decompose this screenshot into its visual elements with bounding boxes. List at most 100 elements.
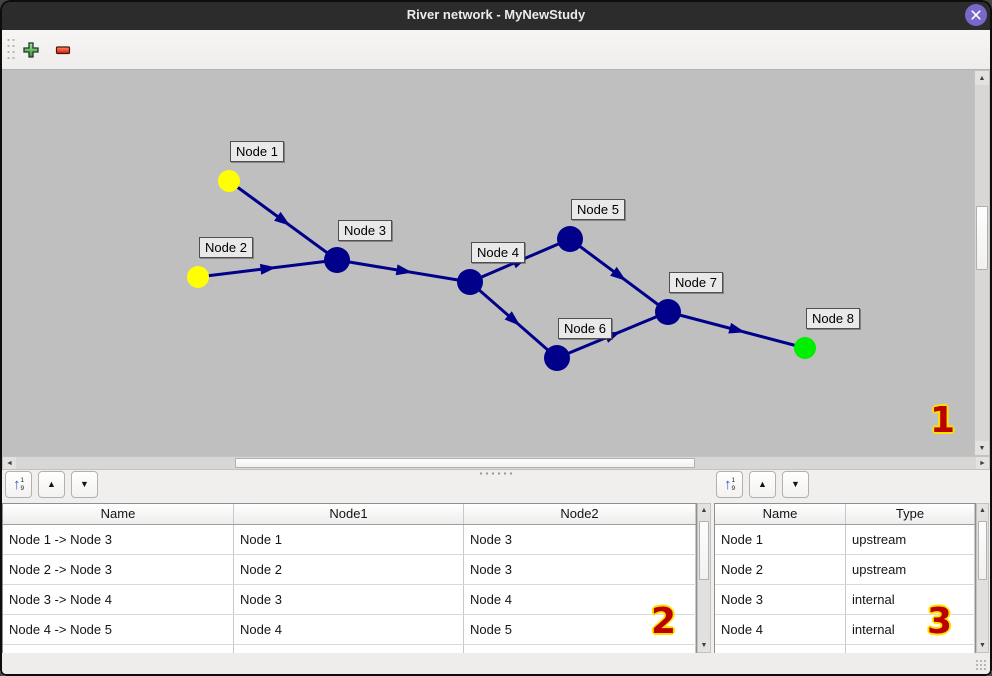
column-header[interactable]: Name xyxy=(715,504,846,524)
canvas-vertical-scrollbar[interactable]: ▲ ▼ xyxy=(974,70,990,456)
river-node[interactable] xyxy=(655,299,681,325)
river-node[interactable] xyxy=(557,226,583,252)
table-cell[interactable]: upstream xyxy=(846,525,975,554)
move-up-button[interactable]: ▲ xyxy=(38,471,65,498)
table-cell[interactable]: Node 4 xyxy=(234,615,464,644)
annotation-1: 1 xyxy=(930,400,956,441)
link-arrow-icon xyxy=(504,311,521,326)
scroll-down-button[interactable]: ▼ xyxy=(977,639,988,652)
node-label[interactable]: Node 8 xyxy=(806,308,860,329)
close-button[interactable] xyxy=(965,4,987,26)
table-cell[interactable]: Node 1 xyxy=(715,525,846,554)
scrollbar-thumb[interactable] xyxy=(978,521,987,580)
river-node[interactable] xyxy=(457,269,483,295)
node-label[interactable]: Node 7 xyxy=(669,272,723,293)
table-cell[interactable]: Node 2 xyxy=(234,555,464,584)
node-label[interactable]: Node 2 xyxy=(199,237,253,258)
close-icon xyxy=(971,10,981,20)
empty-row xyxy=(715,645,975,653)
annotation-3: 3 xyxy=(927,601,953,642)
resize-grip[interactable] xyxy=(975,659,987,671)
toolbar-drag-handle[interactable] xyxy=(6,37,15,63)
sort-button[interactable]: ↑ 1 9 xyxy=(5,471,32,498)
links-panel-toolbar: ↑ 1 9 ▲ ▼ xyxy=(5,471,98,498)
table-cell[interactable]: internal xyxy=(846,615,975,644)
move-up-button[interactable]: ▲ xyxy=(749,471,776,498)
node-label[interactable]: Node 3 xyxy=(338,220,392,241)
move-down-button[interactable]: ▼ xyxy=(71,471,98,498)
link-arrow-icon xyxy=(395,264,413,276)
table-cell[interactable]: Node 3 xyxy=(234,585,464,614)
node-label[interactable]: Node 5 xyxy=(571,199,625,220)
vertical-scrollbar-thumb[interactable] xyxy=(976,206,988,270)
scrollbar-thumb[interactable] xyxy=(699,521,709,580)
scroll-right-button[interactable]: ► xyxy=(976,457,989,469)
river-node[interactable] xyxy=(187,266,209,288)
up-arrow-icon: ▲ xyxy=(47,479,56,489)
table-cell[interactable]: upstream xyxy=(846,555,975,584)
scroll-up-button[interactable]: ▲ xyxy=(698,504,710,517)
scroll-left-button[interactable]: ◄ xyxy=(3,457,16,469)
river-node[interactable] xyxy=(218,170,240,192)
table-cell[interactable]: Node 2 xyxy=(715,555,846,584)
column-header[interactable]: Type xyxy=(846,504,975,524)
column-header[interactable]: Node2 xyxy=(464,504,696,524)
node-label[interactable]: Node 4 xyxy=(471,242,525,263)
column-header[interactable]: Name xyxy=(3,504,234,524)
horizontal-scrollbar-thumb[interactable] xyxy=(235,458,695,468)
table-cell xyxy=(846,645,975,653)
river-node[interactable] xyxy=(794,337,816,359)
move-down-button[interactable]: ▼ xyxy=(782,471,809,498)
nodes-table-scrollbar[interactable]: ▲ ▼ xyxy=(976,503,989,653)
link-arrow-icon xyxy=(259,263,277,275)
add-button[interactable] xyxy=(20,39,42,61)
table-cell[interactable]: Node 4 xyxy=(464,585,696,614)
table-cell[interactable]: internal xyxy=(846,585,975,614)
network-canvas[interactable]: Node 1 Node 2 Node 3 Node 4 Node 5 Node 6 Node… xyxy=(2,70,974,456)
table-cell[interactable]: Node 5 xyxy=(464,615,696,644)
table-cell[interactable]: Node 1 -> Node 3 xyxy=(3,525,234,554)
column-header[interactable]: Node1 xyxy=(234,504,464,524)
link-arrow-icon xyxy=(728,322,746,334)
table-cell[interactable]: Node 3 xyxy=(464,555,696,584)
table-cell[interactable]: Node 4 xyxy=(715,615,846,644)
node-label[interactable]: Node 1 xyxy=(230,141,284,162)
down-arrow-icon: ▼ xyxy=(791,479,800,489)
river-node[interactable] xyxy=(544,345,570,371)
remove-button[interactable] xyxy=(52,39,74,61)
canvas-horizontal-scrollbar[interactable]: ◄ ► xyxy=(2,456,990,470)
table-cell[interactable]: Node 2 -> Node 3 xyxy=(3,555,234,584)
table-cell xyxy=(234,645,464,653)
table-cell[interactable]: Node 3 xyxy=(715,585,846,614)
horizontal-splitter-handle[interactable] xyxy=(478,471,516,476)
plus-icon xyxy=(23,42,39,58)
nodes-panel-toolbar: ↑ 1 9 ▲ ▼ xyxy=(716,471,809,498)
table-cell[interactable]: Node 1 xyxy=(234,525,464,554)
link-arrow-icon xyxy=(610,266,627,281)
scroll-up-button[interactable]: ▲ xyxy=(975,71,989,85)
table-cell xyxy=(3,645,234,653)
scroll-down-button[interactable]: ▼ xyxy=(975,441,989,455)
sort-icon: ↑ 1 9 xyxy=(12,476,25,493)
table-cell[interactable]: Node 4 -> Node 5 xyxy=(3,615,234,644)
table-cell[interactable]: Node 3 xyxy=(464,525,696,554)
table-cell[interactable]: Node 3 -> Node 4 xyxy=(3,585,234,614)
scroll-up-button[interactable]: ▲ xyxy=(977,504,988,517)
scroll-down-button[interactable]: ▼ xyxy=(698,639,710,652)
river-node[interactable] xyxy=(324,247,350,273)
titlebar[interactable]: River network - MyNewStudy xyxy=(0,0,992,30)
links-table-scrollbar[interactable]: ▲ ▼ xyxy=(697,503,711,653)
node-label[interactable]: Node 6 xyxy=(558,318,612,339)
sort-button[interactable]: ↑ 1 9 xyxy=(716,471,743,498)
empty-row xyxy=(3,645,696,653)
